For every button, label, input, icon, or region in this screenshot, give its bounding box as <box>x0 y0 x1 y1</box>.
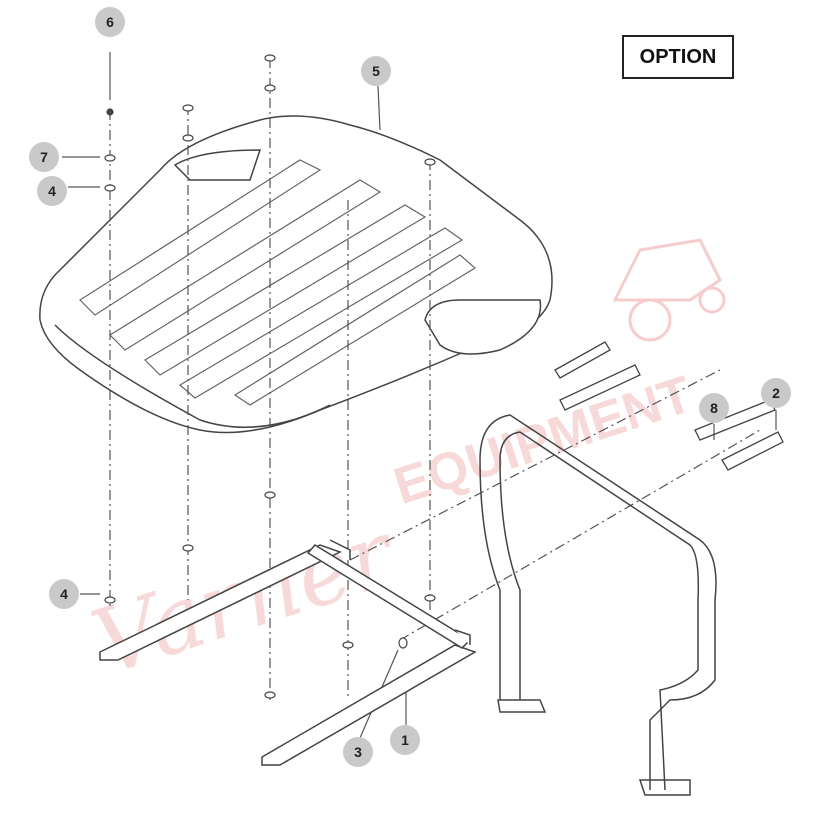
roof-canopy <box>39 115 553 434</box>
callout-3: 3 <box>343 737 373 767</box>
callout-2: 2 <box>761 378 791 408</box>
washers-nuts <box>104 54 436 699</box>
hardware-lines <box>109 58 761 700</box>
callout-4-bottom: 4 <box>49 579 79 609</box>
callout-1: 1 <box>390 725 420 755</box>
option-label-box: OPTION <box>622 35 734 79</box>
callout-7: 7 <box>29 142 59 172</box>
roll-bar <box>479 414 717 796</box>
callout-4-top: 4 <box>37 176 67 206</box>
callout-6: 6 <box>95 7 125 37</box>
u-bolts <box>554 341 784 471</box>
mounting-frame <box>99 539 477 766</box>
callout-5: 5 <box>361 56 391 86</box>
svg-text:EQUIPMENT: EQUIPMENT <box>387 365 699 516</box>
callout-8: 8 <box>699 393 729 423</box>
